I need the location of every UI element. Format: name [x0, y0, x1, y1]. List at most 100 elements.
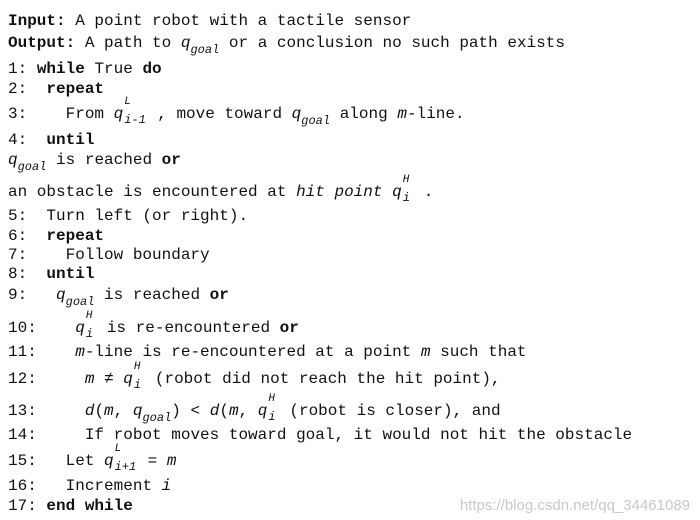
subscript-i: i: [133, 378, 142, 392]
line-number: 11:: [8, 343, 37, 361]
m-symbol: m: [420, 343, 431, 361]
q-symbol: q: [291, 105, 302, 123]
m-symbol: m: [397, 105, 407, 123]
i-symbol: i: [161, 477, 172, 495]
output-text-a: A path to: [84, 34, 172, 52]
algo-line-5: 5: Turn left (or right).: [8, 207, 248, 227]
not-equal-sign: ≠: [104, 370, 114, 388]
line-number: 14:: [8, 426, 37, 444]
input-text: A point robot with a tactile sensor: [75, 12, 412, 30]
line-text: such that: [440, 343, 527, 361]
subscript-i-plus-1: i+1: [114, 460, 137, 474]
line-text: along: [339, 105, 388, 123]
goal-subscript: goal: [65, 295, 95, 309]
until-keyword: until: [46, 131, 95, 149]
line-text: Increment: [65, 477, 153, 495]
line-text: Let: [65, 452, 95, 470]
superscript-H: H: [85, 310, 93, 322]
m-symbol: m: [228, 402, 239, 420]
line-number: 13:: [8, 402, 37, 420]
subscript-i-minus-1: i-1: [124, 113, 146, 127]
q-symbol: q: [104, 452, 114, 470]
goal-subscript: goal: [17, 160, 47, 174]
subscript-i: i: [402, 191, 410, 205]
q-symbol: q: [132, 402, 143, 420]
line-text: -line is re-encountered at a point: [84, 343, 412, 361]
line-text: ) <: [171, 402, 201, 420]
algo-line-9: 9: qgoal is reached or: [8, 286, 229, 309]
line-text: Follow boundary: [65, 246, 210, 264]
superscript-L: L: [114, 443, 122, 455]
line-number: 10:: [8, 319, 37, 337]
superscript-H: H: [133, 361, 141, 373]
line-number: 7:: [8, 246, 28, 264]
line-text: (: [219, 402, 229, 420]
line-number: 3:: [8, 105, 28, 123]
q-symbol: q: [8, 151, 18, 169]
algo-line-11: 11: m-line is re-encountered at a point …: [8, 343, 527, 363]
repeat-keyword: repeat: [46, 80, 105, 98]
algo-line-2: 2: repeat: [8, 80, 104, 100]
or-keyword: or: [161, 151, 181, 169]
m-symbol: m: [104, 402, 114, 420]
line-text: is reached: [104, 286, 201, 304]
line-number: 16:: [8, 477, 37, 495]
line-text: If robot moves toward goal, it would not…: [84, 426, 633, 444]
line-text: -line.: [406, 105, 465, 123]
subscript-i: i: [268, 410, 276, 424]
d-symbol: d: [84, 402, 95, 420]
line-number: 5:: [8, 207, 28, 225]
output-keyword: Output:: [8, 34, 76, 52]
superscript-L: L: [124, 96, 131, 108]
algo-line-1: 1: while True do: [8, 60, 162, 80]
q-symbol: q: [56, 286, 66, 304]
until-keyword: until: [46, 265, 95, 283]
goal-subscript: goal: [301, 114, 331, 128]
line-number: 6:: [8, 227, 28, 245]
watermark: https://blog.csdn.net/qq_34461089: [459, 497, 690, 514]
line-text: ,: [238, 402, 249, 420]
algo-line-4-cont-a: qgoal is reached or: [8, 151, 181, 174]
subscript-i: i: [85, 327, 94, 341]
output-line: Output: A path to qgoal or a conclusion …: [8, 34, 565, 57]
q-goal-subscript: goal: [190, 43, 220, 57]
line-number: 1:: [8, 60, 28, 78]
do-keyword: do: [142, 60, 162, 78]
q-symbol: q: [123, 370, 133, 388]
line-text: .: [423, 183, 434, 201]
line-text: True: [94, 60, 133, 78]
goal-subscript: goal: [142, 411, 172, 425]
line-text: Turn left (or right).: [46, 207, 249, 225]
line-text: is reached: [56, 151, 153, 169]
superscript-H: H: [402, 174, 410, 186]
repeat-keyword: repeat: [46, 227, 105, 245]
input-keyword: Input:: [8, 12, 66, 30]
algo-line-16: 16: Increment i: [8, 477, 171, 497]
q-symbol: q: [75, 319, 85, 337]
algo-line-6: 6: repeat: [8, 227, 104, 247]
equals-sign: =: [147, 452, 158, 470]
line-text: (: [94, 402, 105, 420]
line-text: ,: [113, 402, 124, 420]
algo-line-17: 17: end while: [8, 497, 133, 517]
m-symbol: m: [84, 370, 95, 388]
end-while-keyword: end while: [46, 497, 133, 515]
algo-line-14: 14: If robot moves toward goal, it would…: [8, 426, 632, 446]
or-keyword: or: [209, 286, 229, 304]
line-text: (robot did not reach the hit point),: [154, 370, 501, 388]
line-number: 15:: [8, 452, 37, 470]
line-number: 4:: [8, 131, 28, 149]
m-symbol: m: [166, 452, 177, 470]
q-symbol: q: [257, 402, 268, 420]
algo-line-7: 7: Follow boundary: [8, 246, 210, 266]
line-text: (robot is closer), and: [289, 402, 501, 420]
